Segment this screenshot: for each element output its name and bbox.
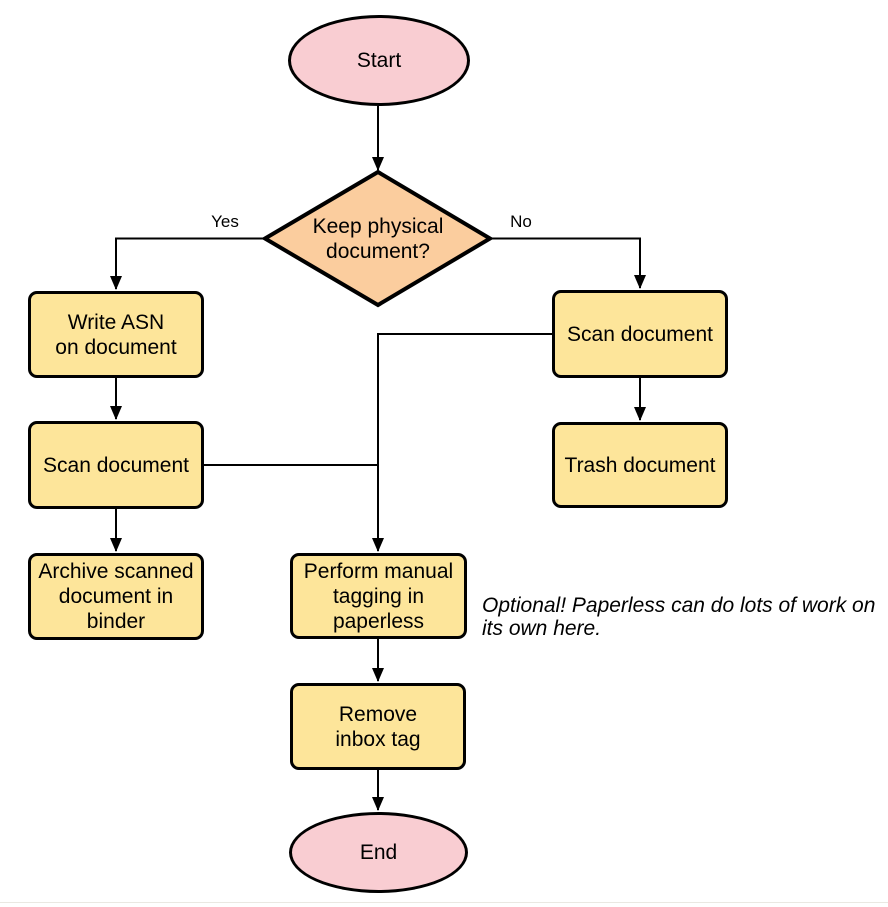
flow-node-remove-inbox-label: Remove inbox tag: [335, 702, 421, 751]
flow-node-decision-shape: [261, 169, 494, 308]
edge-decision-yes-to-write-asn: [110, 237, 265, 290]
flow-node-start-label: Start: [356, 49, 402, 72]
flow-node-end-label: End: [359, 841, 398, 864]
flow-node-trash-label: Trash document: [564, 453, 716, 477]
edge-scan-right-to-tagging: [372, 333, 552, 552]
flow-node-tagging-label: Perform manual tagging in paperless: [303, 559, 454, 633]
flow-node-archive-label: Archive scanned document in binder: [38, 560, 194, 633]
flow-node-tagging: Perform manual tagging in paperless: [290, 553, 467, 639]
flow-node-scan-left-label: Scan document: [43, 453, 189, 477]
flow-node-scan-left: Scan document: [28, 421, 204, 509]
flow-node-write-asn-label: Write ASN on document: [55, 310, 177, 359]
flow-node-scan-right: Scan document: [552, 290, 728, 378]
flow-node-remove-inbox: Remove inbox tag: [290, 683, 466, 770]
flow-node-start: Start: [288, 15, 470, 106]
canvas-bottom-edge: [0, 902, 888, 903]
edge-decision-no-to-scan-right: [490, 237, 646, 289]
flow-node-write-asn: Write ASN on document: [28, 291, 204, 378]
flow-node-archive: Archive scanned document in binder: [28, 553, 204, 640]
annotation-optional-paperless: Optional! Paperless can do lots of work …: [482, 594, 876, 640]
flow-node-scan-right-label: Scan document: [567, 322, 713, 346]
flow-node-end: End: [289, 812, 468, 893]
flow-node-decision-label: Keep physical document?: [312, 215, 444, 263]
flow-node-trash: Trash document: [552, 422, 728, 508]
edge-label-no: No: [510, 212, 532, 231]
edge-label-yes: Yes: [211, 212, 239, 231]
